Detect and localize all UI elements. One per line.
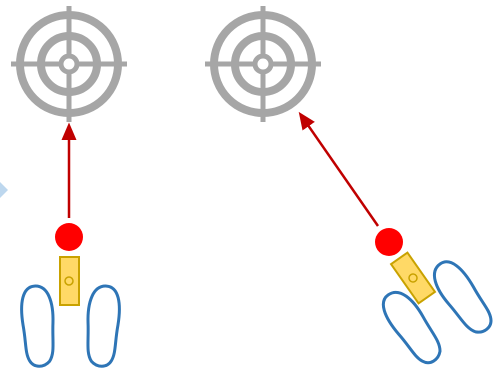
putter-head-icon — [59, 256, 80, 306]
footprint-icon — [83, 283, 123, 368]
crosshair-target-icon — [205, 6, 321, 122]
footprint-icon — [18, 283, 58, 368]
crosshair-target-icon — [11, 6, 127, 122]
putter-head-icon — [389, 251, 437, 305]
aim-arrow-icon — [298, 111, 380, 227]
footprint-icon — [425, 254, 494, 341]
panel-straight-stance — [11, 6, 127, 368]
panel-rotated-stance — [205, 6, 494, 368]
ball-icon — [55, 223, 83, 251]
footprint-icon — [374, 283, 450, 368]
ball-icon — [375, 228, 403, 256]
edge-marker-icon — [0, 182, 8, 198]
